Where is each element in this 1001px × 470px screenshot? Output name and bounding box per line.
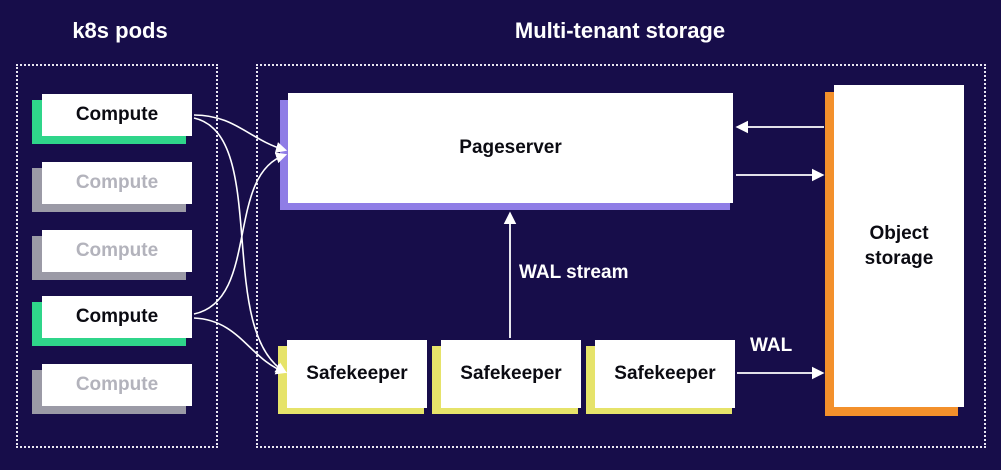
compute-node-4: Compute [42,296,192,338]
safekeeper-1: Safekeeper [287,340,427,408]
compute-node-1: Compute [42,94,192,136]
k8s-pods-title: k8s pods [72,18,168,43]
object-storage: Object storage [834,85,964,407]
compute-node-4-label: Compute [75,306,159,327]
compute-node-5: Compute [42,364,192,406]
object-storage-label-line2: storage [864,248,934,269]
compute-node-3: Compute [42,230,192,272]
compute-node-2-label: Compute [75,172,159,193]
safekeeper-3-label: Safekeeper [614,363,716,384]
compute-node-1-label: Compute [75,104,159,125]
pageserver-label: Pageserver [459,137,562,158]
safekeeper-1-label: Safekeeper [306,363,408,384]
safekeeper-2: Safekeeper [441,340,581,408]
wal-label: WAL [750,335,793,356]
compute-node-3-label: Compute [75,240,159,261]
multi-tenant-storage-title: Multi-tenant storage [514,18,726,43]
compute-node-2: Compute [42,162,192,204]
pageserver: Pageserver [288,93,733,203]
object-storage-label-line1: Object [869,223,929,244]
wal-stream-label: WAL stream [519,262,629,283]
compute-node-5-label: Compute [75,374,159,395]
safekeeper-3: Safekeeper [595,340,735,408]
safekeeper-2-label: Safekeeper [460,363,562,384]
